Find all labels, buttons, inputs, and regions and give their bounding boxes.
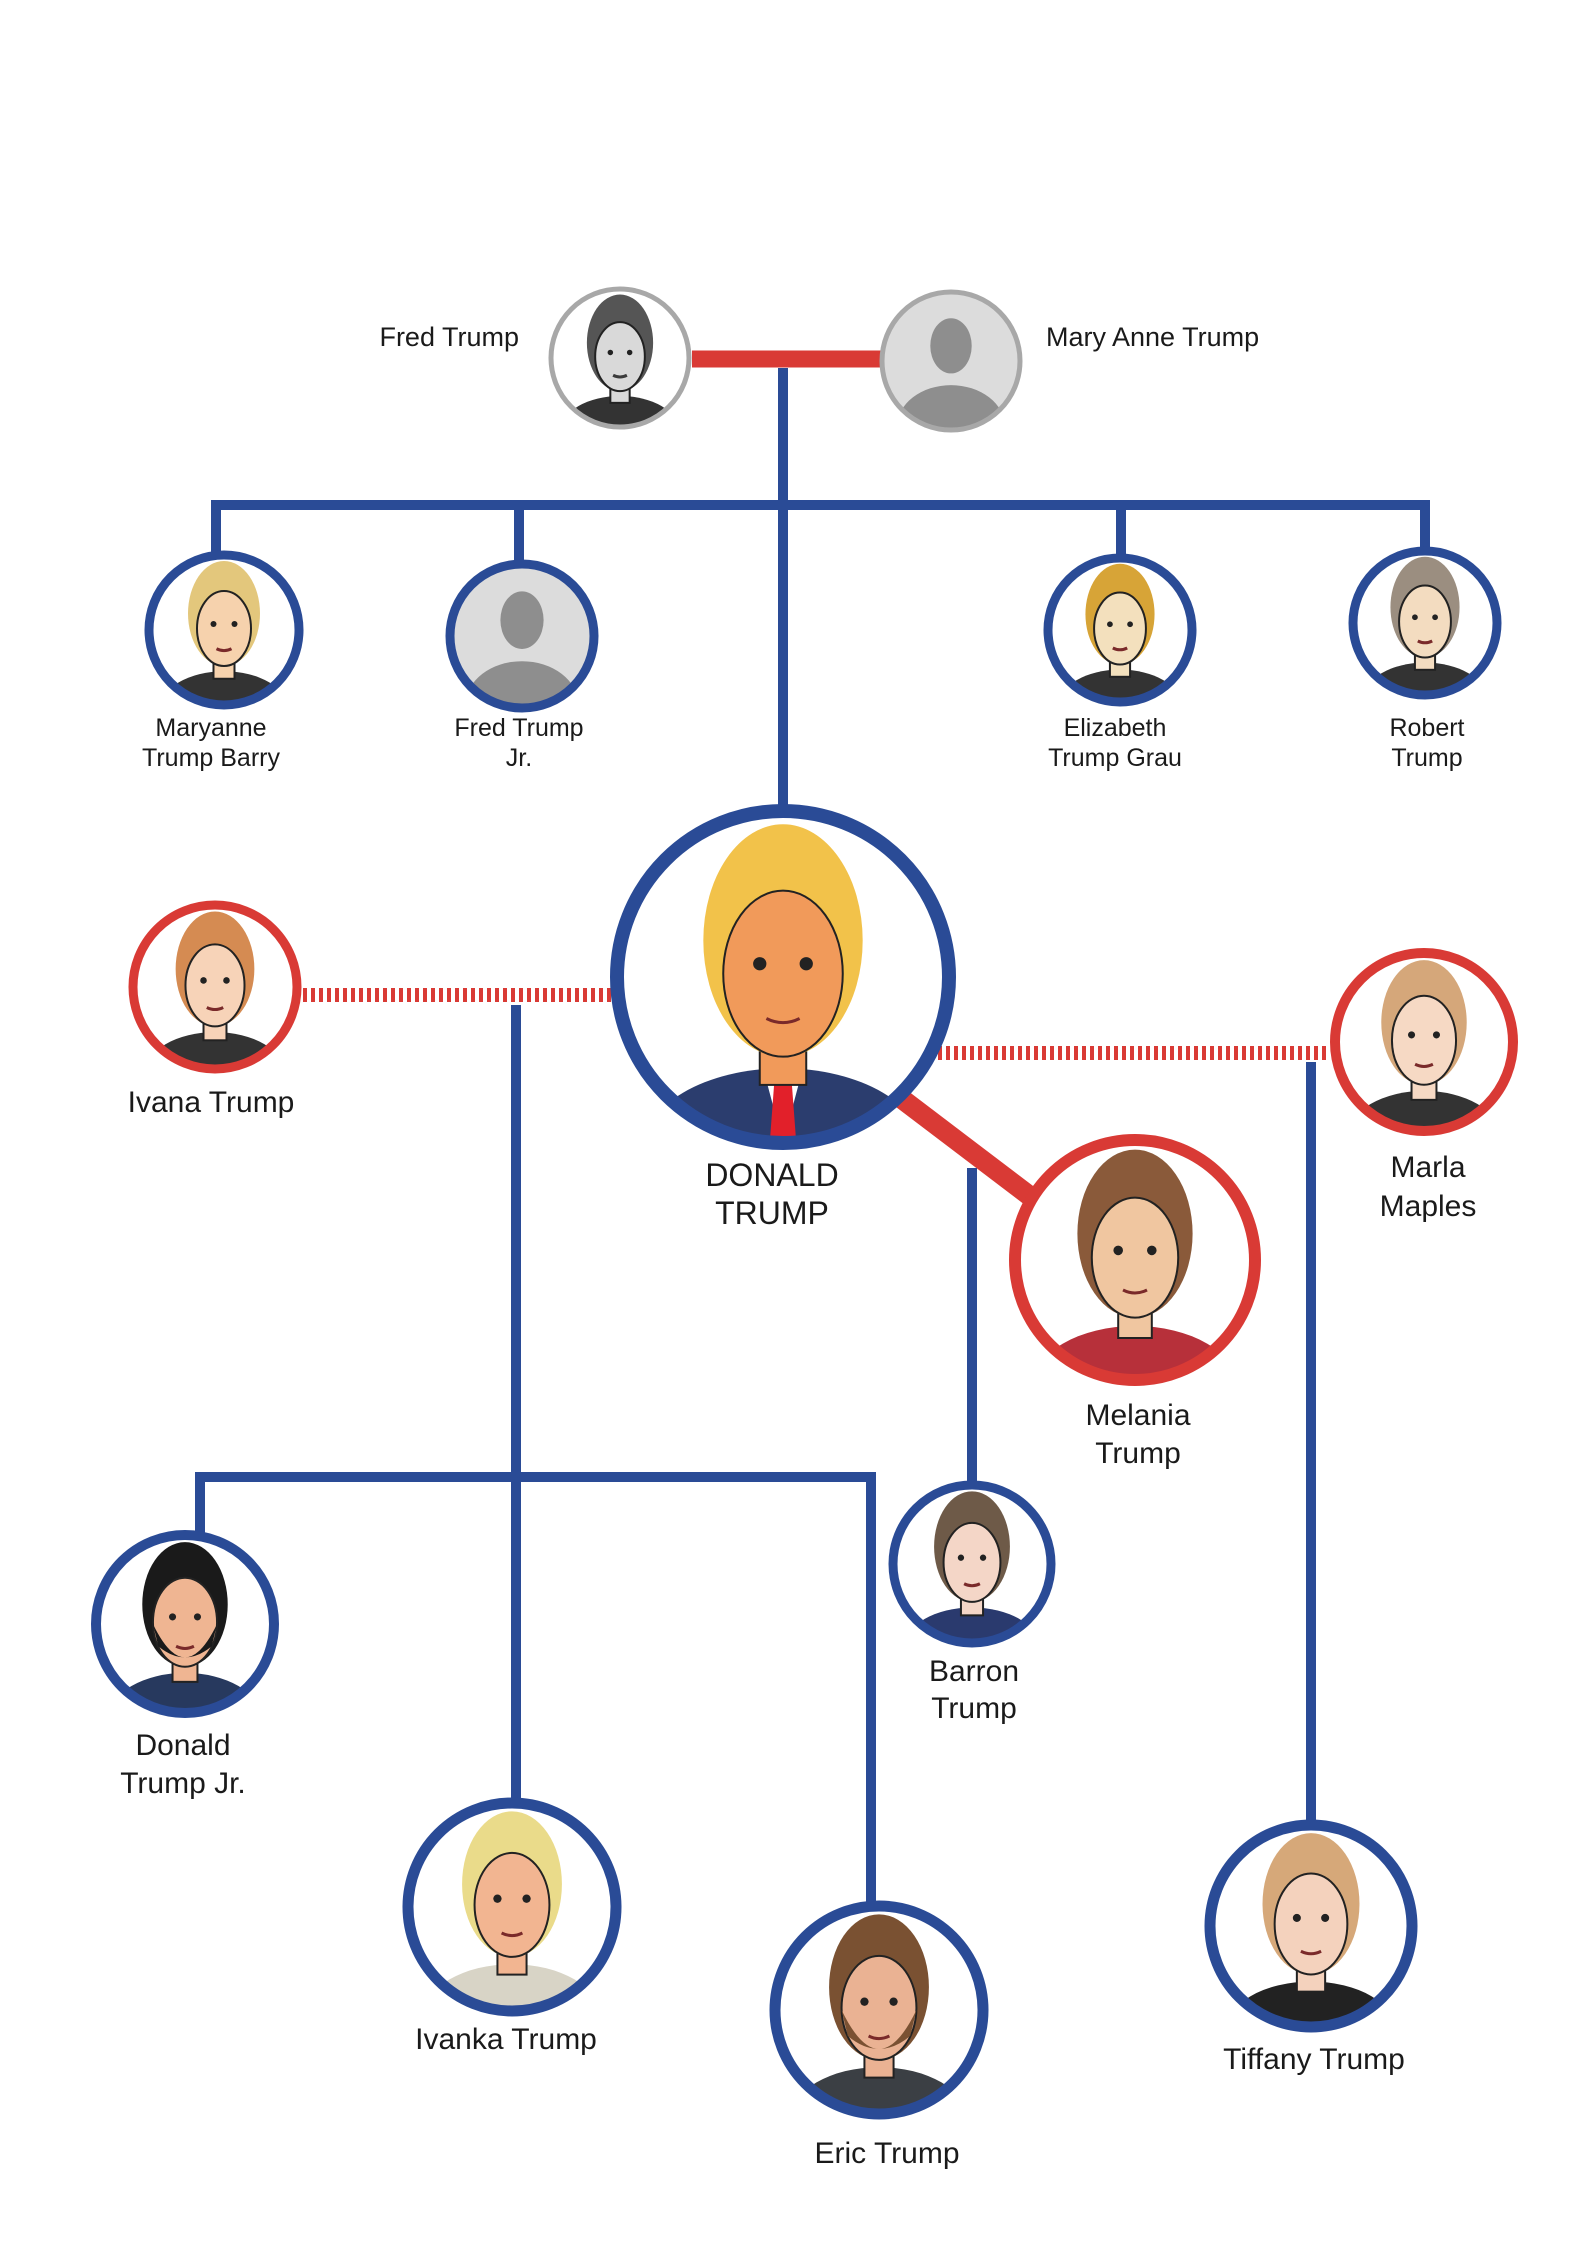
portrait-icon <box>775 1906 983 2114</box>
portrait-icon <box>893 1485 1051 1643</box>
portrait-ring <box>91 1530 279 1718</box>
portrait-ring <box>888 1480 1056 1648</box>
portrait-ring <box>548 286 692 430</box>
person-name-label: DONALD <box>705 1157 838 1193</box>
portrait-icon <box>1210 1825 1412 2027</box>
person-name-label: Donald <box>135 1729 230 1762</box>
person-node-eric[interactable]: Eric Trump <box>769 1900 989 2171</box>
portrait-ring <box>128 900 302 1074</box>
portrait-icon <box>133 905 297 1069</box>
portrait-ring <box>1043 553 1197 707</box>
portrait-ring <box>402 1797 622 2017</box>
portrait-ring <box>445 559 599 713</box>
person-node-fred[interactable]: Fred Trump <box>379 286 692 465</box>
connector-lines <box>195 350 1430 1908</box>
person-name-label: Ivanka Trump <box>415 2023 597 2056</box>
portrait-ring <box>1204 1819 1418 2033</box>
portrait-icon <box>1015 1140 1255 1380</box>
person-name-label: Jr. <box>506 744 532 772</box>
person-name-label: Marla <box>1390 1151 1465 1184</box>
person-name-label: Eric Trump <box>814 2137 959 2170</box>
portrait-icon <box>1335 953 1513 1131</box>
person-name-label: TRUMP <box>715 1195 829 1231</box>
portrait-icon <box>96 1535 274 1713</box>
portrait-icon <box>408 1803 616 2011</box>
portrait-ring <box>1330 948 1518 1136</box>
person-name-label: Fred Trump <box>379 322 519 352</box>
portrait-icon <box>1353 551 1497 695</box>
portrait-ring <box>144 550 304 710</box>
person-name-label: Trump <box>1095 1437 1181 1470</box>
person-name-label: Ivana Trump <box>128 1086 295 1119</box>
person-node-ivana[interactable]: Ivana Trump <box>128 900 302 1119</box>
person-name-label: Melania <box>1085 1399 1190 1432</box>
person-name-label: Trump <box>1391 744 1462 772</box>
person-name-label: Maples <box>1380 1190 1477 1223</box>
person-node-tiffany[interactable]: Tiffany Trump <box>1204 1819 1418 2083</box>
person-node-maryanne_mother[interactable]: Mary Anne Trump <box>879 289 1259 468</box>
person-name-label: Fred Trump <box>454 714 583 742</box>
portrait-ring <box>879 289 1023 433</box>
person-name-label: Tiffany Trump <box>1223 2043 1405 2076</box>
silhouette-avatar-icon <box>882 292 1020 430</box>
person-name-label: Robert <box>1389 714 1464 742</box>
portrait-ring <box>1009 1134 1261 1386</box>
person-name-label: Trump Jr. <box>120 1767 246 1800</box>
portrait-ring <box>1348 546 1502 700</box>
portrait-ring <box>610 804 956 1150</box>
person-node-ivanka[interactable]: Ivanka Trump <box>402 1797 622 2068</box>
portrait-icon <box>617 811 949 1143</box>
person-name-label: Trump Barry <box>142 744 280 772</box>
person-name-label: Elizabeth <box>1064 714 1167 742</box>
marriage-line-melania <box>895 1091 1042 1208</box>
person-name-label: Maryanne <box>155 714 266 742</box>
siblings-bar <box>211 500 1430 555</box>
person-name-label: Trump Grau <box>1048 744 1182 772</box>
portrait-icon <box>551 289 689 427</box>
ivana-children-bar <box>195 1472 876 1908</box>
portrait-ring <box>769 1900 989 2120</box>
person-name-label: Trump <box>931 1692 1017 1725</box>
person-name-label: Barron <box>929 1655 1019 1688</box>
person-name-label: Mary Anne Trump <box>1046 322 1259 352</box>
